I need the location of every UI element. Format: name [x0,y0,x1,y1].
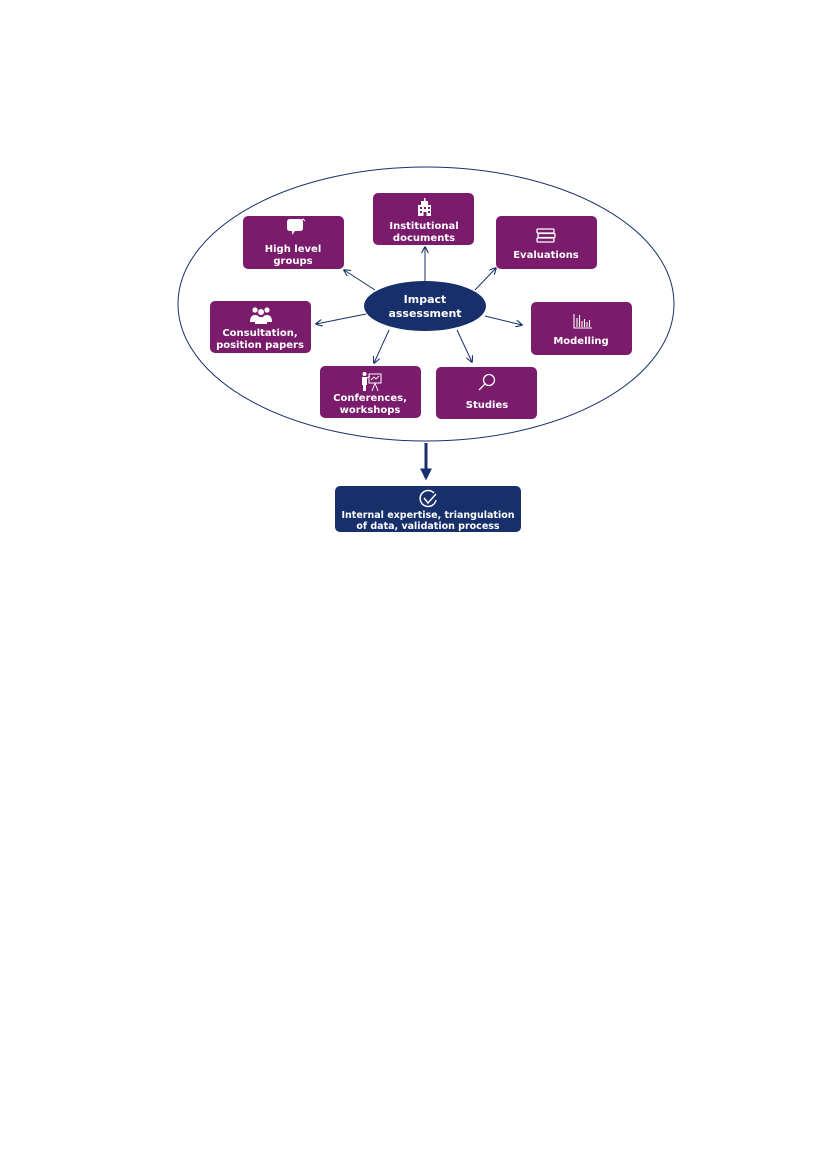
node-label-line2: workshops [340,405,401,416]
connectors [316,247,522,363]
book-stack-icon [536,228,556,243]
node-conferences: Conferences, workshops [320,366,421,418]
output-box: Internal expertise, triangulation of dat… [335,486,521,532]
output-label-line1: Internal expertise, triangulation [342,510,515,521]
outer-ellipse [177,166,675,442]
node-box [320,366,421,418]
node-consultation: Consultation, position papers [210,301,311,353]
node-label-line1: High level [265,244,322,255]
node-label-line1: Conferences, [333,393,407,404]
node-label-line1: Modelling [553,336,608,347]
speech-bubbles-icon [287,218,306,235]
connector-high-level [344,270,376,291]
connector-consultation [316,313,367,324]
check-circle-icon [419,489,437,508]
node-box [243,216,344,269]
impact-assessment-diagram: Impact assessment Institutional document… [177,166,675,532]
hub-label-line1: Impact [404,293,447,306]
node-label-line1: Institutional [389,221,458,232]
connector-modelling [484,315,522,325]
hub-ellipse [364,281,486,331]
node-label-line2: documents [393,233,455,244]
node-label-line2: groups [273,256,312,267]
node-institutional-documents: Institutional documents [373,193,474,245]
bar-chart-icon [573,314,592,329]
magnifier-icon [478,373,496,391]
connector-evaluations [474,268,496,291]
node-label-line1: Studies [466,400,508,411]
connector-conferences [374,329,390,363]
output-label-line2: of data, validation process [356,521,500,532]
output-box-rect [335,486,521,532]
building-icon [418,198,431,216]
node-label-line1: Consultation, [222,328,297,339]
node-box [210,301,311,353]
node-modelling: Modelling [531,302,632,355]
hub-impact-assessment: Impact assessment [364,281,486,331]
node-label-line2: position papers [216,340,304,351]
node-studies: Studies [436,367,537,419]
node-box [436,367,537,419]
presenter-icon [362,372,382,392]
node-label-line1: Evaluations [513,250,579,261]
hub-label-line2: assessment [388,307,461,320]
connector-studies [456,329,472,362]
node-evaluations: Evaluations [496,216,597,269]
people-group-icon [250,307,272,324]
node-box [373,193,474,245]
node-high-level-groups: High level groups [243,216,344,269]
